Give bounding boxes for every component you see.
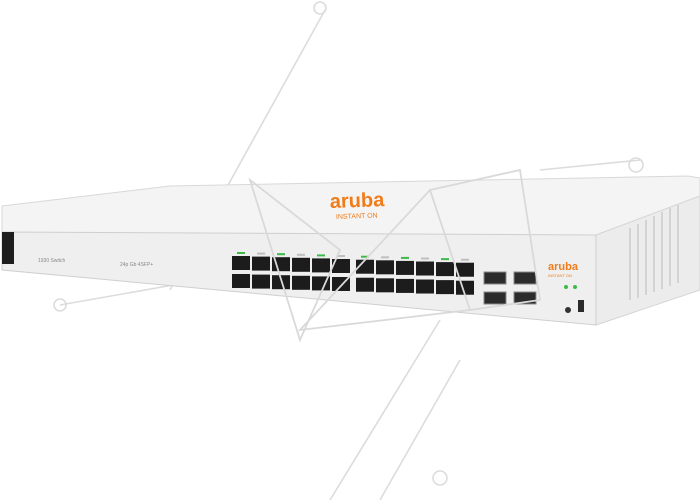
rj45-port [416,279,434,294]
rj45-port [232,256,250,270]
rj45-port [396,278,414,293]
rj45-port [332,259,350,273]
top-brand-sub: INSTANT ON [336,213,378,221]
port-led [297,253,305,256]
sfp-ports [483,271,537,305]
rj45-port [252,274,270,289]
rj45-port [376,260,394,275]
rj45-port [396,260,414,275]
rj45-port [456,262,474,277]
console-port [578,300,584,312]
side-vents [629,205,679,300]
top-brand-logo: aruba [329,189,385,213]
rj45-port [312,276,330,291]
port-leds [237,252,469,261]
front-brand-logo: aruba [548,261,579,273]
rj45-port [232,274,250,288]
port-led [257,252,265,255]
rj45-port [416,261,434,276]
rack-ear-left [2,232,14,264]
rj45-port [312,258,330,273]
reset-button [565,307,571,313]
ports-caption: 24p Gb 4SFP+ [120,262,153,268]
port-led [317,254,325,257]
rj45-port [436,262,454,277]
status-led-icon [573,285,577,289]
status-led-icon [564,285,568,289]
rj45-port [356,277,374,292]
port-led [361,255,369,258]
port-led [441,258,449,261]
rj45-port [376,278,394,293]
rj45-port [252,256,270,271]
front-brand-sub: INSTANT ON [548,273,572,278]
rj45-port [356,259,374,274]
rj45-port [292,257,310,272]
rj45-port [436,280,454,295]
sfp-port [513,271,537,285]
port-led [277,253,285,256]
model-label: 1930 Switch [38,258,65,264]
port-led [421,257,429,260]
port-led [381,256,389,259]
rj45-port [292,275,310,290]
port-led [337,255,345,257]
watermark-letters [248,168,542,343]
port-led [461,258,469,261]
port-led [237,252,245,254]
sfp-port [483,271,507,285]
port-led [401,256,409,259]
sfp-port [483,291,507,305]
